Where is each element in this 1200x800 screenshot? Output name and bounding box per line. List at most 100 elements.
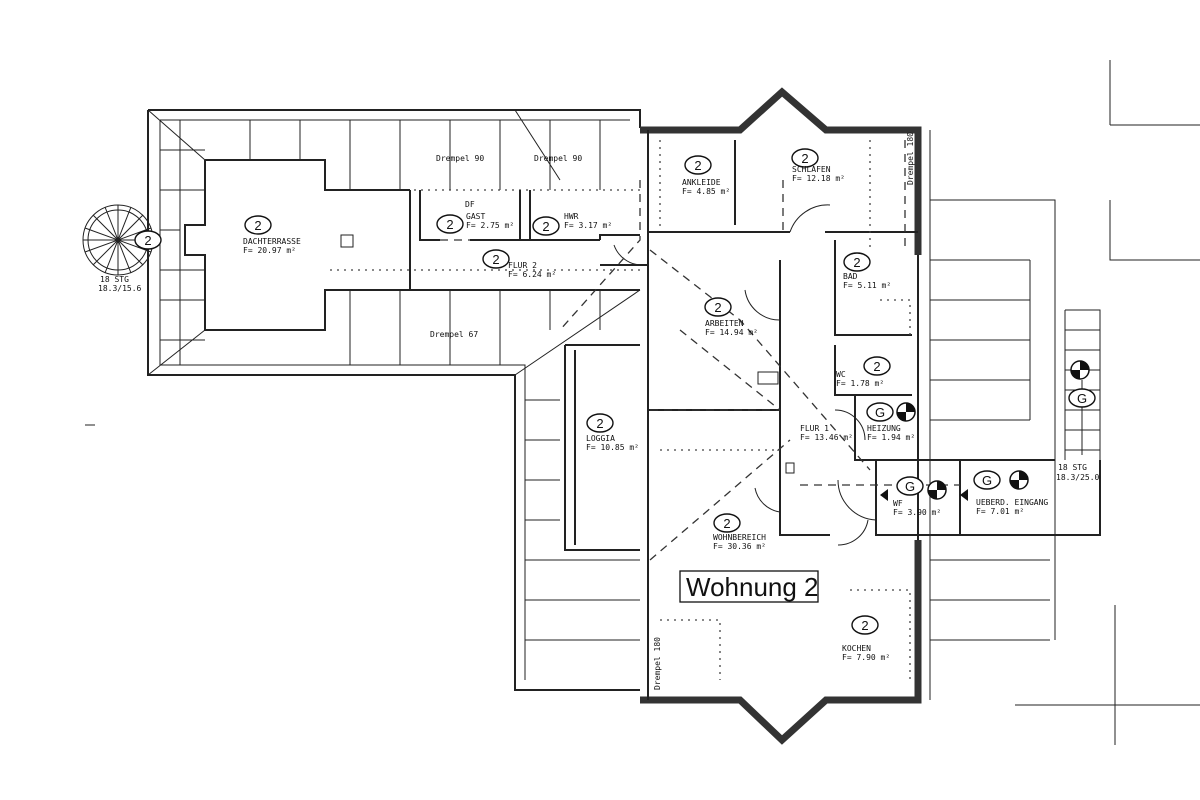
room-marker-ellipse [482,249,510,269]
room-marker-ellipse [851,615,879,635]
room-marker: 2 [596,416,603,431]
room-name: FLUR 2 [508,261,537,270]
room-marker: 2 [694,158,701,173]
room-name: GAST [466,212,485,221]
room-marker-ellipse [713,513,741,533]
room-name: UEBERD. EINGANG [976,498,1048,507]
df-label: DF [465,200,475,209]
room-marker: 2 [446,217,453,232]
room-name: SCHLAFEN [792,165,831,174]
room-area: F= 4.85 m² [682,187,730,196]
room-name: LOGGIA [586,434,615,443]
room-area: F= 1.78 m² [836,379,884,388]
room-area: F= 3.17 m² [564,221,612,230]
room-marker-ellipse [586,413,614,433]
entrance-stair[interactable] [1064,309,1101,520]
room-name: WF [893,499,903,508]
heating-symbol-icons [896,360,1090,500]
room-name: KOCHEN [842,644,871,653]
room-name: BAD [843,272,858,281]
room-marker-ellipse [973,470,1001,490]
room-area: F= 1.94 m² [867,433,915,442]
room-name: WOHNBEREICH [713,533,766,542]
room-marker-ellipse [866,402,894,422]
room-marker: 2 [723,516,730,531]
room-marker-ellipse [532,216,560,236]
room-area: F= 7.90 m² [842,653,890,662]
drempel-label: Drempel 180 [653,637,662,690]
drempel-label: Drempel 67 [430,330,478,339]
room-marker: G [905,479,915,494]
room-name: HWR [564,212,579,221]
room-area: F= 12.18 m² [792,174,845,183]
room-marker-ellipse [684,155,712,175]
room-area: F= 30.36 m² [713,542,766,551]
room-marker: 2 [801,151,808,166]
room-name: WC [836,370,846,379]
room-flur1: FLUR 1F= 13.46 m² [800,424,853,442]
stair-marker: G [1077,391,1087,406]
stair-steps: 18 STG [100,275,129,284]
stair-marker: 2 [144,233,151,248]
room-name: DACHTERRASSE [243,237,301,246]
room-area: F= 7.01 m² [976,507,1024,516]
room-marker: 2 [492,252,499,267]
room-area: F= 3.90 m² [893,508,941,517]
room-marker: 2 [254,218,261,233]
room-area: F= 14.94 m² [705,328,758,337]
room-name: ANKLEIDE [682,178,721,187]
stair-dims: 18.3/25.0 [1056,473,1100,482]
stair-label-left: 2 18 STG 18.3/15.6 [98,230,162,293]
svg-text:Wohnung 2: Wohnung 2 [686,572,819,602]
roof-outline [147,109,1056,700]
room-marker-ellipse [791,148,819,168]
room-area: F= 20.97 m² [243,246,296,255]
room-marker: 2 [853,255,860,270]
room-marker: 2 [861,618,868,633]
room-area: F= 13.46 m² [800,433,853,442]
room-marker-ellipse [436,214,464,234]
drempel-label: Drempel 90 [436,154,484,163]
chimney [340,234,354,248]
stair-label-right: G 18 STG 18.3/25.0 [1056,388,1100,482]
dachterrasse-outline [184,159,640,331]
room-area: F= 6.24 m² [508,270,556,279]
room-marker-ellipse [244,215,272,235]
room-marker-ellipse [843,252,871,272]
room-marker: 2 [873,359,880,374]
room-name: HEIZUNG [867,424,901,433]
room-marker-ellipse [704,297,732,317]
room-marker: G [875,405,885,420]
stair-dims: 18.3/15.6 [98,284,142,293]
stair-steps: 18 STG [1058,463,1087,472]
room-marker-ellipse [896,476,924,496]
room-name: ARBEITEN [705,319,744,328]
apartment-title: Wohnung 2 [679,570,819,603]
drempel-label: Drempel 180 [906,132,915,185]
room-marker: 2 [542,219,549,234]
room-marker-ellipse [863,356,891,376]
room-area: F= 10.85 m² [586,443,639,452]
room-name: FLUR 1 [800,424,829,433]
room-area: F= 5.11 m² [843,281,891,290]
room-marker: 2 [714,300,721,315]
room-marker: G [982,473,992,488]
apartment-walls [559,87,1101,745]
room-area: F= 2.75 m² [466,221,514,230]
